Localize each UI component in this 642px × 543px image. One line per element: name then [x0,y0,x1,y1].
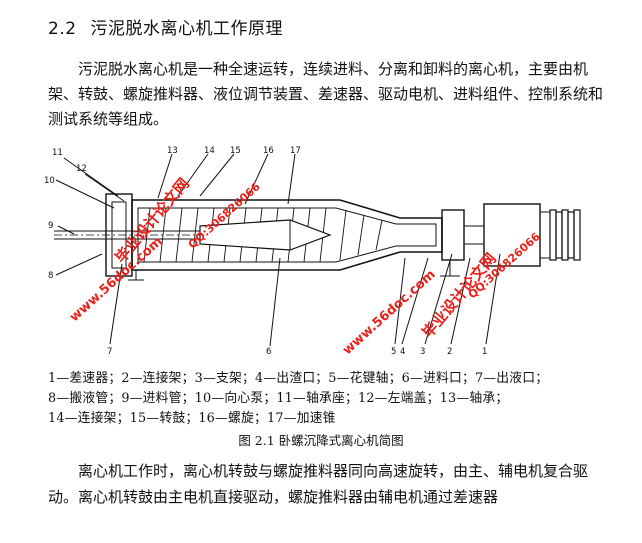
leader-line [199,153,235,197]
callout-number: 13 [167,146,178,156]
callout-number: 4 [400,347,405,357]
spline-shaft [463,225,485,245]
pulley-hub [539,211,551,259]
callout-number: 6 [266,347,271,357]
legend-line: 14—连接架；15—转鼓；16—螺旋；17—加速锥 [48,411,336,426]
paragraph-intro: 污泥脱水离心机是一种全速运转，连续进料、分离和卸料的离心机，主要由机架、转鼓、螺… [48,60,604,128]
callout-number: 10 [44,176,55,186]
callout-number: 5 [391,347,396,357]
leader-line [157,153,173,199]
accelerating-cone [199,219,332,251]
section-number: 2.2 [48,19,77,39]
leader-line [63,157,119,197]
section-title: 污泥脱水离心机工作原理 [90,19,283,39]
leader-line [287,153,296,205]
callout-number: 9 [48,221,53,231]
drive-pulley [549,209,581,261]
centrifuge-diagram: 11 12 13 14 15 16 17 10 9 8 7 6 5 4 3 2 … [44,146,581,357]
callout-number: 16 [263,146,274,156]
leader-line [177,153,209,197]
bowl-inner [137,207,437,263]
callout-number: 3 [420,347,425,357]
legend-line: 1—差速器；2—连接架；3—支架；4—出渣口；5—花键轴；6—进料口；7—出液口… [48,371,549,386]
callout-number: 14 [204,146,215,156]
legend-line: 8—搬液管；9—进料管；10—向心泵；11—轴承座；12—左端盖；13—轴承； [48,391,509,406]
leader-line [401,257,429,345]
callout-number: 17 [290,146,301,156]
callout-number: 15 [230,146,241,156]
callout-number: 1 [482,347,487,357]
section-heading: 2.2 污泥脱水离心机工作原理 [48,14,283,39]
leader-line [424,253,453,345]
leader-line [57,225,75,235]
leader-line [485,253,501,345]
leader-line [55,253,103,276]
callout-number: 11 [52,148,63,158]
callout-number: 8 [48,271,53,281]
figure-caption: 图 2.1 卧螺沉降式离心机简图 [238,433,404,448]
leader-line [55,179,115,209]
callout-number: 12 [76,164,87,174]
leader-line [109,263,123,345]
callout-number: 7 [107,347,112,357]
leader-line [84,173,125,202]
right-bearing-housing [441,209,465,261]
figure-legend: 1—差速器；2—连接架；3—支架；4—出渣口；5—花键轴；6—进料口；7—出液口… [48,369,608,429]
paragraph-operation: 离心机工作时，离心机转鼓与螺旋推料器同向高速旋转，由主、辅电机复合驱动。离心机转… [48,462,589,506]
callout-number: 2 [447,347,452,357]
leader-line [269,257,281,347]
leader-line [450,257,471,345]
leader-line [244,153,269,205]
leader-line [394,257,406,345]
